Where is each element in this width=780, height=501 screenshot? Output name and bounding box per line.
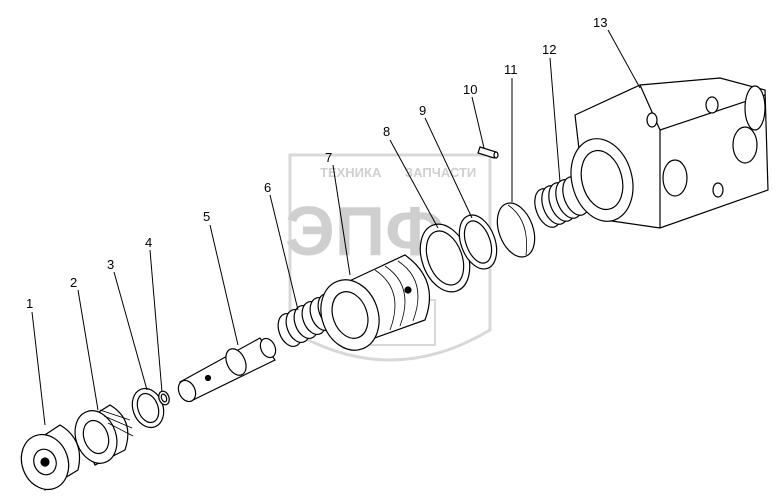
callout-1: 1 xyxy=(26,296,33,311)
part-11-disc xyxy=(496,202,536,258)
callout-8: 8 xyxy=(383,124,390,139)
part-1-cap xyxy=(20,424,81,491)
callout-5: 5 xyxy=(203,209,210,224)
part-12-spring xyxy=(534,176,590,228)
callout-12: 12 xyxy=(542,42,556,57)
callout-4: 4 xyxy=(145,235,152,250)
part-5-plunger xyxy=(177,337,277,403)
watermark-big-text: ЭПФ xyxy=(285,192,445,270)
callout-labels: 1 2 3 4 5 6 7 8 9 10 11 12 13 xyxy=(26,15,607,311)
watermark-logo: ТЕХНИКА ЗАПЧАСТИ ЭПФ xyxy=(285,153,492,362)
part-8-washer xyxy=(419,223,471,293)
callout-10: 10 xyxy=(463,82,477,97)
part-7-valve-sleeve xyxy=(320,254,431,351)
callout-11: 11 xyxy=(504,62,518,77)
watermark-top-text-right: ЗАПЧАСТИ xyxy=(405,165,476,180)
callout-2: 2 xyxy=(70,275,77,290)
part-13-housing xyxy=(570,77,769,229)
callout-13: 13 xyxy=(593,15,607,30)
part-9-seal-ring xyxy=(458,214,498,270)
leader-lines xyxy=(31,29,641,426)
callout-7: 7 xyxy=(325,150,332,165)
part-3-o-ring xyxy=(131,387,165,429)
watermark-top-text-left: ТЕХНИКА xyxy=(320,165,382,180)
part-2-bushing xyxy=(74,404,134,466)
callout-6: 6 xyxy=(264,180,271,195)
callout-3: 3 xyxy=(107,257,114,272)
part-10-pin xyxy=(477,146,499,159)
callout-9: 9 xyxy=(419,103,426,118)
